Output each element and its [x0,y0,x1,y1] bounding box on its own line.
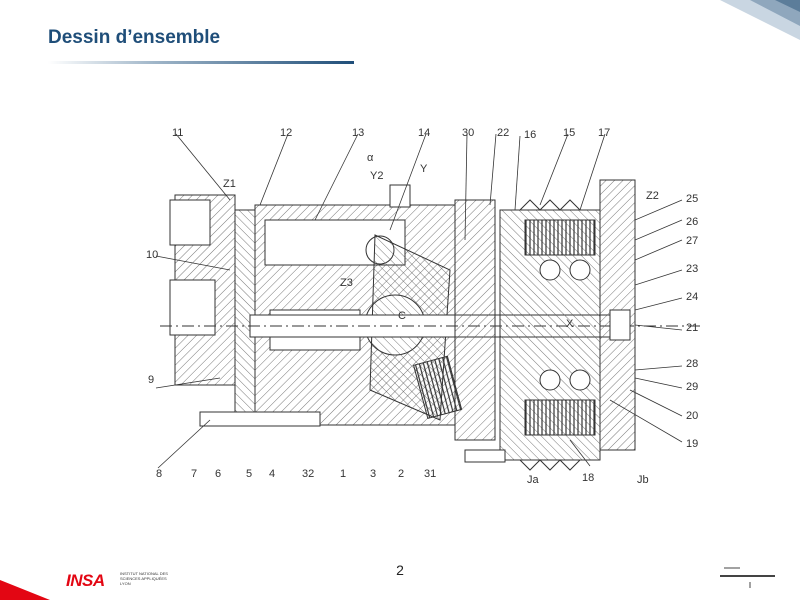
insa-logo-subtitle: INSTITUT NATIONAL DES SCIENCES APPLIQUÉE… [120,571,168,586]
label-bottom: 1 [340,468,347,480]
label-bottom: 31 [424,468,437,480]
label-top: 22 [497,127,510,139]
label-bottom: 3 [370,468,377,480]
label-bottom: 4 [269,468,276,480]
zone-label: Z3 [340,277,353,289]
zone-label: Y2 [370,170,384,182]
label-right: 26 [686,216,699,228]
label-right: Z2 [646,190,659,202]
label-top: 17 [598,127,611,139]
label-right: 29 [686,381,699,393]
label-top: 12 [280,127,293,139]
label-right: 27 [686,235,699,247]
title-divider [48,61,354,64]
label-right: 23 [686,263,699,275]
label-bottom: 18 [582,472,595,484]
label-top: 16 [524,129,537,141]
zone-label: Y [420,163,428,175]
page-number: 2 [396,562,404,578]
label-right: 24 [686,291,699,303]
insa-logo-text: INSA [66,571,105,590]
label-left: 10 [146,249,159,261]
corner-decoration [720,0,800,40]
partner-logo [720,567,775,588]
zone-label: C [398,310,406,322]
label-top: 13 [352,127,365,139]
label-top: 14 [418,127,431,139]
label-right: 21 [686,322,699,334]
zone-label: X [566,318,574,330]
label-bottom: 5 [246,468,253,480]
label-bottom: 2 [398,468,405,480]
zone-label: Z1 [223,178,236,190]
label-right: 19 [686,438,699,450]
label-top: 11 [172,127,184,139]
label-right: 20 [686,410,699,422]
label-top: 30 [462,127,475,139]
zone-label: Jb [637,474,649,486]
label-bottom: 8 [156,468,163,480]
label-bottom: 6 [215,468,222,480]
assembly-drawing [155,133,700,471]
zone-label: α [367,152,374,164]
label-right: 28 [686,358,699,370]
label-bottom: 32 [302,468,315,480]
zone-label: Ja [527,474,539,486]
page-title: Dessin d’ensemble [48,27,221,48]
label-top: 15 [563,127,576,139]
insa-logo [0,580,50,600]
label-bottom: 7 [191,468,198,480]
label-right: 25 [686,193,699,205]
label-left: 9 [148,374,155,386]
